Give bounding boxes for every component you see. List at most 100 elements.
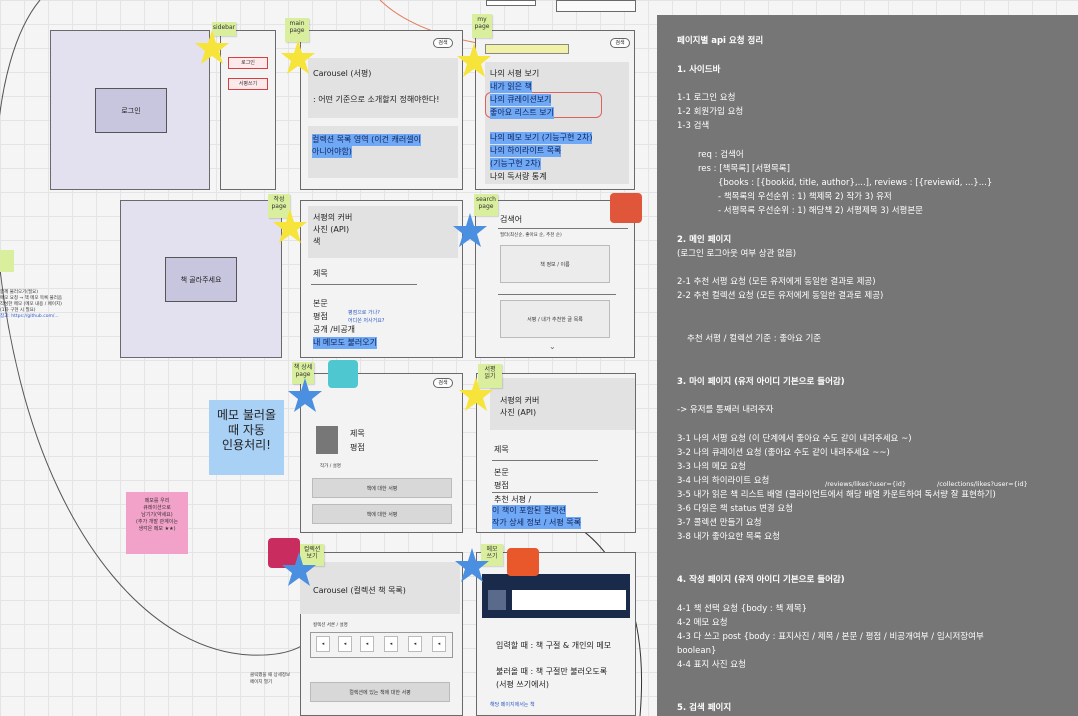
write-title[interactable]: 제목 [313, 269, 328, 278]
review-cover-2: 사진 (API) [500, 408, 537, 417]
my-item-2[interactable]: 나의 큐레이션보기 [490, 94, 552, 106]
collection-carousel-label: Carousel (컬렉션 책 목록) [313, 586, 406, 595]
panel-s3-item-0: 3-1 나의 서평 요청 (이 단계에서 좋아요 수도 같이 내려주세요 ~) [677, 434, 912, 444]
star-icon [195, 30, 229, 64]
panel-s4-item-1: 4-2 메모 요청 [677, 618, 728, 628]
left-note-1: 메모 요청 → 책 메모 목록 불러옴 [0, 296, 63, 301]
my-item2-2: (기능구현 2차) [490, 158, 541, 170]
api-summary-panel: 페이지별 api 요청 정리 1. 사이드바 1-1 로그인 요청 1-2 회원… [657, 15, 1078, 716]
search-line [498, 228, 628, 229]
star-icon [282, 552, 316, 586]
collection-note-1: 클릭했을 때 상세정보 [250, 673, 291, 678]
memo-screenshot-toolbar [512, 590, 626, 610]
review-collection-link[interactable]: 이 책이 포함된 컬렉션 [492, 505, 566, 517]
write-memo-load[interactable]: 내 메모도 불러오기 [313, 337, 377, 349]
collection-book-2[interactable]: ◂ [338, 636, 352, 652]
sidebar-write-button[interactable]: 서평쓰기 [228, 78, 268, 90]
panel-url-1: /reviews/likes?user={id} [825, 480, 907, 488]
panel-s3-item-6: 3-7 콜렉션 만들기 요청 [677, 518, 762, 528]
panel-s2: 2. 메인 페이지 [677, 235, 732, 245]
main-search-pill[interactable]: 검색 [433, 38, 453, 48]
panel-heading: 페이지별 api 요청 정리 [677, 36, 764, 46]
my-item-1[interactable]: 내가 읽은 책 [490, 81, 532, 93]
review-cover-area [490, 378, 635, 430]
write-public[interactable]: 공개 /비공개 [313, 325, 356, 334]
panel-s3-item-5: 3-6 다읽은 책 status 변경 요청 [677, 504, 794, 514]
panel-s3-sub: -> 유저를 통째러 내려주자 [677, 405, 774, 415]
detail-cover-image [316, 426, 338, 454]
sticky-review-read: 서평 읽기 [478, 364, 502, 388]
memo-load-1: 불러올 때 : 책 구절만 불러오도록 [496, 667, 608, 676]
panel-res-detail: {books : [{bookid, title, author},...], … [718, 178, 993, 188]
panel-s3: 3. 마이 페이지 (유저 아이디 기본으로 들어감) [677, 377, 845, 387]
pink-comment-icon [268, 538, 300, 568]
write-rating[interactable]: 평점 [313, 312, 328, 321]
my-item2-1[interactable]: 나의 하이라이트 목록 [490, 145, 562, 157]
panel-s3-item-4: 3-5 내가 읽은 책 리스트 배열 (클라이언트에서 해당 배열 카운트하여 … [677, 490, 996, 500]
main-collection-2: 아니어야함) [312, 146, 352, 158]
detail-review-button-2[interactable]: 책에 대한 서평 [312, 504, 452, 524]
red-comment-icon [610, 193, 642, 223]
panel-s1: 1. 사이드바 [677, 65, 721, 75]
collection-book-4[interactable]: ◂ [384, 636, 398, 652]
collection-sub: 컬렉션 서론 / 설명 [313, 623, 348, 628]
choose-book-box[interactable]: 책 골라주세요 [165, 257, 237, 302]
collection-note-2: 페이지 열기 [250, 680, 273, 685]
sidebar-login-button[interactable]: 로그인 [228, 57, 268, 69]
my-search-bar[interactable] [485, 44, 569, 54]
collection-review-button[interactable]: 컬렉션에 있는 책에 대한 서평 [310, 682, 450, 702]
panel-s2-sub: (로그인 로그아웃 여부 상관 없음) [677, 249, 797, 259]
sticky-write-page: 작성 page [268, 194, 290, 218]
my-search-pill[interactable]: 검색 [610, 38, 630, 48]
review-author-link[interactable]: 작가 상세 정보 / 서평 목록 [492, 517, 582, 529]
review-rating: 평점 [494, 481, 509, 490]
sticky-my-page: my page [472, 14, 492, 38]
panel-s2-item-1: 2-2 추천 컬렉션 요청 (모든 유저에게 동일한 결과로 제공) [677, 291, 884, 301]
collection-carousel-area [300, 562, 460, 614]
star-icon [459, 377, 493, 411]
left-note-3: (1차 구현 시 필요) [0, 308, 36, 313]
detail-review-button-1[interactable]: 책에 대한 서평 [312, 478, 452, 498]
left-note-4: 참고: https://github.com/... [0, 314, 59, 319]
sidebar-frame [220, 30, 276, 190]
collection-book-3[interactable]: ◂ [360, 636, 374, 652]
collection-book-5[interactable]: ◂ [408, 636, 422, 652]
detail-author: 작가 / 설명 [320, 464, 341, 469]
search-filter[interactable]: 필터(최신순, 좋아요 순, 추천 순) [500, 233, 562, 238]
search-row-book[interactable]: 책 정보 / 이름 [500, 245, 610, 283]
main-carousel-area [308, 58, 458, 118]
star-icon [288, 378, 322, 412]
panel-s4-item-0: 4-1 책 선택 요청 {body : 책 제목} [677, 604, 808, 614]
review-recommend[interactable]: 추천 서평 / [494, 495, 532, 504]
write-blue-note-1: 평점으로 가나? [348, 310, 380, 316]
collection-book-1[interactable]: ◂ [316, 636, 330, 652]
top-frame-partial [486, 0, 536, 6]
my-item2-3[interactable]: 나의 독서량 통계 [490, 172, 547, 181]
panel-s2-basis: 추천 서평 / 컬렉션 기준 : 좋아요 기준 [687, 334, 822, 344]
detail-search-pill[interactable]: 검색 [433, 378, 453, 388]
memo-screenshot [482, 574, 630, 618]
login-box[interactable]: 로그인 [95, 88, 167, 133]
write-blue-note-2: 어디쓴 저사거요? [348, 318, 385, 324]
left-note-2: 작성한 메모 (메모 내용 / 페이지) [0, 302, 62, 307]
panel-res: res : [책목록] [서평목록] [698, 164, 790, 174]
search-row-review[interactable]: 서평 / 내가 추천한 글 목록 [500, 300, 610, 338]
main-caption: : 어떤 기준으로 소개할지 정해야한다! [313, 95, 440, 104]
my-item-3[interactable]: 좋아요 리스트 보기 [490, 107, 554, 119]
panel-s3-item-3: 3-4 나의 하이라이트 요청 [677, 476, 770, 486]
teal-comment-icon [328, 360, 358, 388]
write-cover-2: 사진 (API) [313, 225, 350, 234]
collection-book-6[interactable]: ◂ [432, 636, 446, 652]
write-body[interactable]: 본문 [313, 299, 328, 308]
search-label: 검색어 [500, 215, 523, 224]
panel-s3-item-1: 3-2 나의 큐레이션 요청 (좋아요 수도 같이 내려주세요 ~~) [677, 448, 890, 458]
sticky-memo-write: 메모 쓰기 [481, 544, 503, 566]
sticky-detail-page: 책 상세 page [292, 362, 314, 384]
panel-s4-item-3: boolean} [677, 646, 717, 656]
my-item2-0[interactable]: 나의 메모 보기 (기능구현 2차) [490, 132, 593, 144]
chevron-down-icon[interactable]: ⌄ [549, 342, 556, 351]
sticky-main-page: main page [285, 18, 309, 42]
memo-screenshot-avatar [488, 590, 506, 610]
my-item-0[interactable]: 나의 서평 보기 [490, 69, 540, 78]
panel-s3-item-7: 3-8 내가 좋아요한 목록 요청 [677, 532, 780, 542]
